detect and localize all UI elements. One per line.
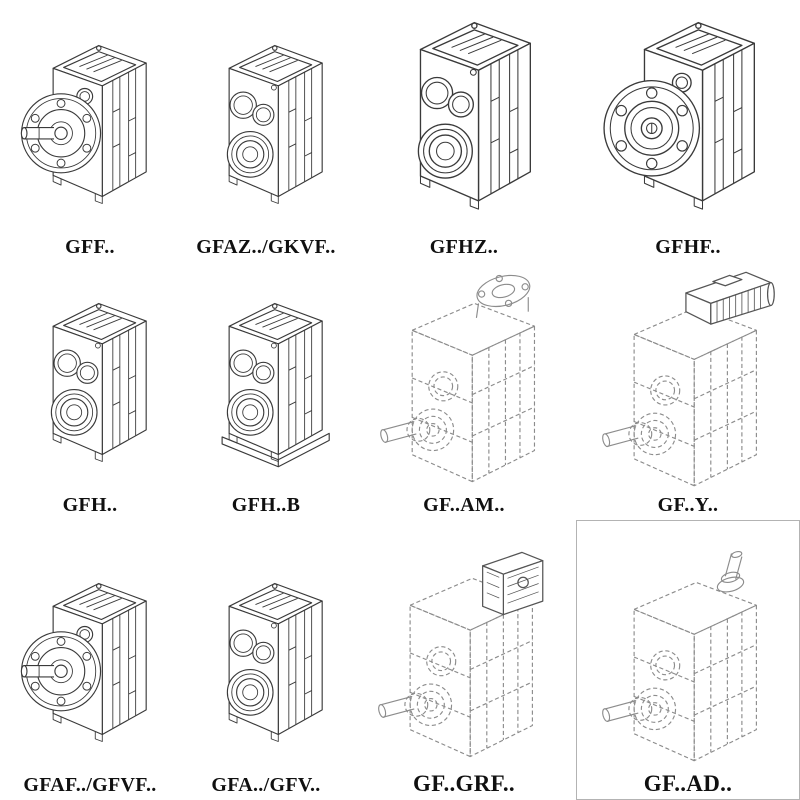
model-label: GF..Y.. <box>657 494 719 516</box>
gearbox-drawing-shaft-mounted <box>11 280 169 492</box>
cell-gfhz: GFHZ.. <box>352 0 576 262</box>
model-label: GFAZ../GKVF.. <box>196 236 336 258</box>
cell-gfh: GFH.. <box>0 262 180 520</box>
model-label: GFHZ.. <box>429 236 499 258</box>
cell-gfhf: GFHF.. <box>576 0 800 262</box>
model-label: GFAF../GFVF.. <box>23 774 157 796</box>
gearbox-drawing-hollow-shaft <box>187 22 345 234</box>
model-label: GFA../GFV.. <box>211 774 321 796</box>
gearbox-drawing-input-shaft <box>585 541 791 769</box>
cell-gf-ad: GF..AD.. <box>576 520 800 800</box>
model-label: GF..AD.. <box>643 770 733 796</box>
model-label: GFH.. <box>62 494 118 516</box>
gearbox-drawing-flange-shaft <box>11 22 169 234</box>
cell-gfaf-gfvf: GFAF../GFVF.. <box>0 520 180 800</box>
gearbox-drawing-flange-shaft <box>11 560 169 772</box>
gearbox-drawing-motor-adapter <box>361 264 567 492</box>
model-label: GFHF.. <box>655 236 721 258</box>
cell-gfaz-gkvf: GFAZ../GKVF.. <box>180 0 352 262</box>
gearbox-drawing-hollow-shaft <box>187 560 345 772</box>
gearbox-drawing-base-mounted <box>187 280 345 492</box>
cell-gfh-b: GFH..B <box>180 262 352 520</box>
gearbox-drawing-flange-front <box>585 6 791 234</box>
cell-gff: GFF.. <box>0 0 180 262</box>
gearbox-drawing-with-motor <box>585 264 791 492</box>
model-label: GF..GRF.. <box>413 770 515 796</box>
cell-gf-am: GF..AM.. <box>352 262 576 520</box>
cell-gf-y: GF..Y.. <box>576 262 800 520</box>
cell-gf-grf: GF..GRF.. <box>352 520 576 800</box>
model-label: GF..AM.. <box>423 494 505 516</box>
model-label: GFH..B <box>231 494 301 516</box>
model-label: GFF.. <box>65 236 115 258</box>
gearbox-drawing-cover-adapter <box>361 541 567 769</box>
cell-gfa-gfv: GFA../GFV.. <box>180 520 352 800</box>
gearbox-drawing-hollow-shaft <box>361 6 567 234</box>
